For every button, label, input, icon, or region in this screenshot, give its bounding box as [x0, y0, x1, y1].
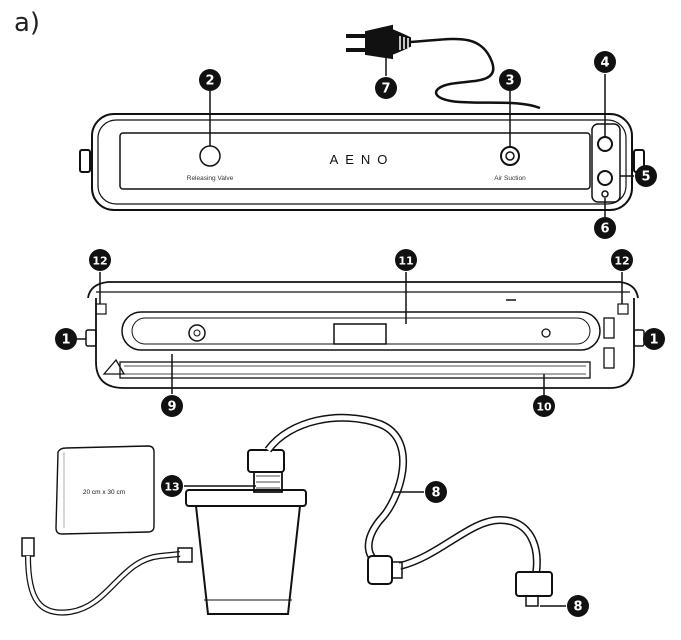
callout-13: 13 — [161, 475, 183, 497]
callout-6: 6 — [594, 217, 616, 239]
device-open-view — [85, 281, 645, 389]
callout-number: 4 — [600, 56, 609, 71]
releasing-valve-label: Releasing Valve — [187, 175, 234, 182]
brand-logo: AENO — [330, 152, 395, 167]
bag-hose — [21, 537, 193, 616]
air-suction-label: Air Suction — [494, 175, 526, 182]
callout-number: 3 — [505, 74, 514, 89]
callout-1: 1 — [643, 328, 665, 350]
power-cord — [409, 37, 541, 110]
device-top-view — [79, 113, 645, 211]
callout-1: 1 — [55, 328, 77, 350]
callout-3: 3 — [499, 69, 521, 91]
callout-number: 2 — [205, 74, 214, 89]
panel-label: a) — [14, 8, 41, 38]
callout-9: 9 — [161, 395, 183, 417]
callout-number: 7 — [381, 82, 390, 97]
callout-11: 11 — [395, 249, 417, 271]
callout-number: 5 — [641, 170, 650, 185]
callout-12: 12 — [611, 249, 633, 271]
leader-lines — [76, 58, 652, 607]
callout-number: 1 — [61, 333, 70, 348]
callout-number: 9 — [167, 400, 176, 415]
callout-number: 8 — [573, 600, 582, 615]
callout-2: 2 — [199, 69, 221, 91]
callout-4: 4 — [594, 51, 616, 73]
callout-12: 12 — [89, 249, 111, 271]
callout-10: 10 — [533, 395, 555, 417]
vacuum-canister — [185, 449, 307, 615]
callout-number: 12 — [92, 255, 107, 268]
callout-number: 8 — [431, 486, 440, 501]
callout-number: 1 — [649, 333, 658, 348]
power-plug — [346, 24, 411, 60]
vacuum-bag — [55, 445, 155, 535]
bag-size-label: 20 cm x 30 cm — [83, 489, 125, 496]
callout-number: 13 — [164, 481, 179, 494]
callout-number: 6 — [600, 222, 609, 237]
callout-8: 8 — [425, 481, 447, 503]
callout-7: 7 — [375, 77, 397, 99]
callout-5: 5 — [635, 165, 657, 187]
callout-number: 11 — [398, 255, 413, 268]
callout-8: 8 — [567, 595, 589, 617]
callout-number: 10 — [536, 401, 552, 414]
canister-hose — [264, 413, 553, 607]
callout-number: 12 — [614, 255, 629, 268]
